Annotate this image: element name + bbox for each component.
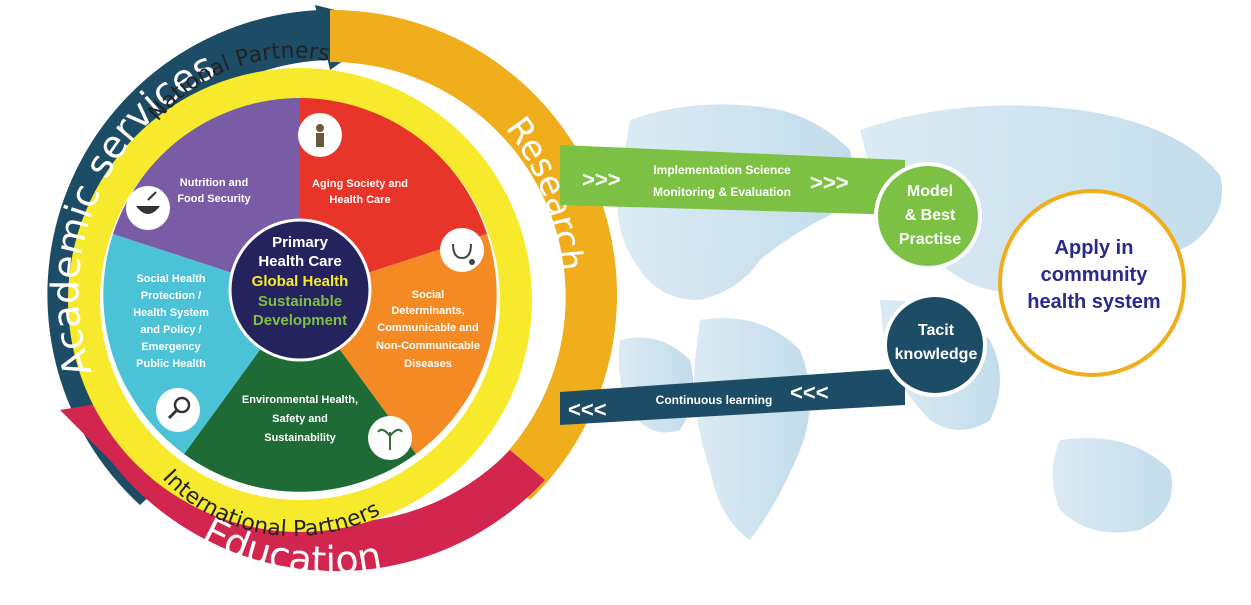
apply-line3: health system: [1027, 291, 1160, 313]
education-band: [90, 410, 545, 572]
apply-node: [998, 189, 1186, 377]
social-det-label-2: Determinants,: [391, 305, 464, 317]
env-label-2: Safety and: [272, 413, 328, 425]
tacit-node: [883, 293, 987, 397]
academic-services-band: [47, 10, 331, 505]
model-line1: Model: [907, 183, 953, 200]
social-det-label-1: Social: [412, 289, 444, 301]
tacit-line1: Tacit: [918, 322, 955, 339]
tacit-line2: knowledge: [895, 346, 978, 363]
continuous-learning-label: Continuous learning: [656, 393, 773, 407]
env-label-3: Sustainability: [264, 432, 336, 444]
aging-label-2: Health Care: [329, 194, 390, 206]
model-line2: & Best: [905, 207, 956, 224]
chevrons-right-icon: >>>: [582, 167, 621, 192]
protection-label-1: Social Health: [136, 273, 205, 285]
protection-label-6: Public Health: [136, 358, 206, 370]
nutrition-label-2: Food Security: [177, 193, 251, 205]
research-band: [330, 9, 618, 500]
implementation-line2: Monitoring & Evaluation: [653, 185, 791, 199]
env-label-1: Environmental Health,: [242, 394, 358, 406]
chevrons-left-icon-2: <<<: [790, 380, 829, 405]
implementation-arrow: >>> >>> Implementation Science Monitorin…: [560, 145, 905, 215]
center-circle: [228, 218, 372, 362]
social-det-label-5: Diseases: [404, 358, 452, 370]
social-det-label-4: Non-Communicable: [376, 340, 480, 352]
chevrons-left-icon: <<<: [568, 397, 607, 422]
center-line5: Development: [253, 312, 347, 329]
protection-label-2: Protection /: [141, 290, 202, 302]
segment-icons: [126, 113, 484, 460]
center-line2: Health Care: [258, 253, 341, 270]
chevrons-right-icon-2: >>>: [810, 170, 849, 195]
center-line3: Global Health: [252, 273, 349, 290]
protection-label-3: Health System: [133, 307, 209, 319]
aging-label-1: Aging Society and: [312, 178, 408, 190]
segment-environmental: [184, 295, 416, 492]
apply-line2: community: [1041, 264, 1149, 286]
social-det-label-3: Communicable and: [377, 322, 478, 334]
center-line1: Primary: [272, 234, 329, 251]
continuous-learning-arrow: <<< <<< Continuous learning: [560, 368, 905, 425]
implementation-line1: Implementation Science: [653, 163, 791, 177]
stethoscope-icon: [440, 228, 484, 272]
model-line3: Practise: [899, 231, 961, 248]
nutrition-label-1: Nutrition and: [180, 177, 248, 189]
apply-line1: Apply in: [1055, 237, 1134, 259]
model-node: [874, 162, 982, 270]
protection-label-5: Emergency: [141, 341, 201, 353]
center-line4: Sustainable: [258, 293, 342, 310]
protection-label-4: and Policy /: [140, 324, 201, 336]
